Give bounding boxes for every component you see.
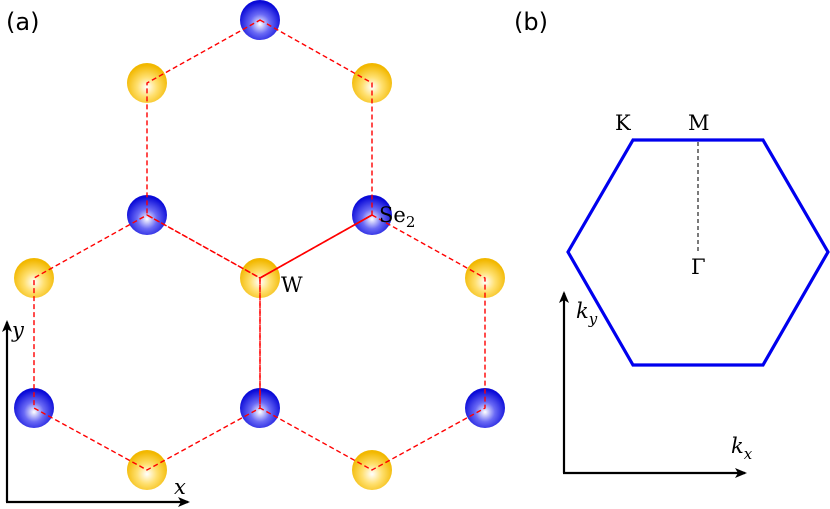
panel-b-label: (b) [514, 8, 548, 36]
y-axis-label: y [11, 318, 25, 342]
lattice-bonds [33, 19, 486, 471]
se-subscript: 2 [406, 213, 416, 231]
kx-axis-label: kx [731, 434, 753, 463]
hexagon-left [33, 214, 261, 471]
hexagon-right [259, 214, 486, 471]
brillouin-zone [566, 138, 830, 367]
hexagon-top [146, 19, 373, 279]
se-text: Se [379, 203, 406, 227]
ky-subscript: y [588, 310, 598, 328]
x-axis-label: x [174, 475, 186, 499]
ky-axis-label: ky [576, 299, 598, 328]
ky-k: k [576, 299, 589, 323]
real-space-axes [1, 320, 190, 507]
k-point-label: K [615, 111, 631, 135]
m-point-label: M [688, 111, 710, 135]
w-se2-bond [259, 214, 373, 279]
panel-a-label: (a) [6, 8, 39, 36]
k-space-axes [559, 291, 747, 478]
se2-atom [14, 388, 54, 428]
se2-label: Se2 [379, 203, 415, 231]
atoms [14, 0, 505, 490]
kx-k: k [731, 434, 744, 458]
w-label: W [281, 273, 303, 297]
gamma-point-label: Γ [691, 255, 706, 279]
w-atom [14, 258, 54, 298]
kx-subscript: x [744, 445, 753, 463]
